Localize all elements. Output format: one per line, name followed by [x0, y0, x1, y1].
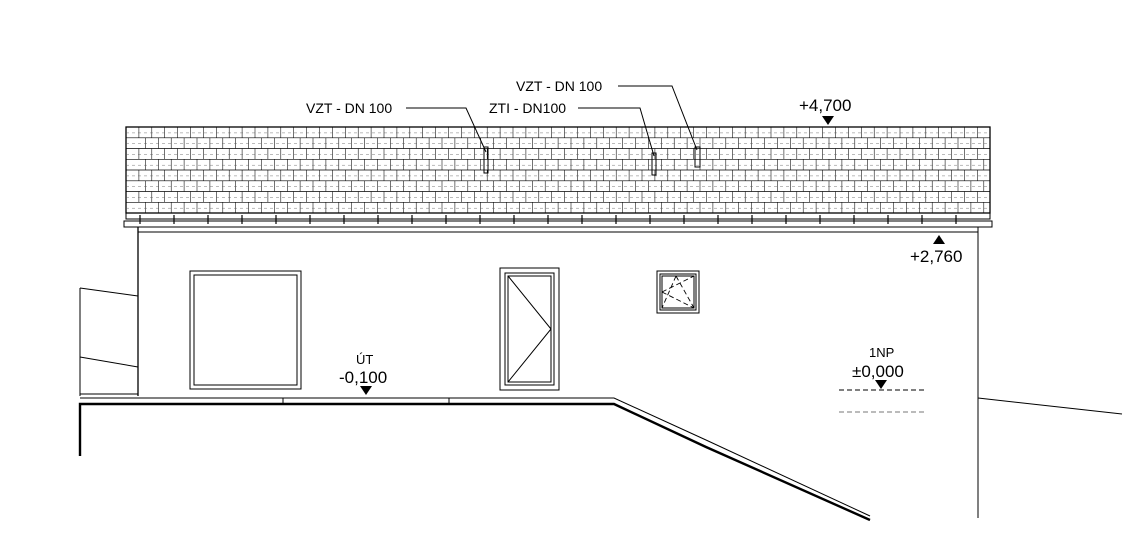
terrain-surface-line [80, 397, 871, 517]
roof-tile-grid [126, 127, 990, 213]
vzt-label-left: VZT - DN 100 [306, 100, 392, 116]
leader-zti [578, 107, 655, 157]
eaves-level-marker [933, 235, 945, 244]
large-window [189, 270, 302, 390]
floor-level-value: ±0,000 [852, 362, 904, 381]
roof-penetrations [483, 146, 701, 176]
door-swing-indicator [507, 275, 552, 383]
zti-pipe [651, 152, 657, 176]
facade-wall [137, 227, 979, 518]
terrain-line-right [977, 397, 1123, 415]
eaves-level-value: +2,760 [910, 247, 962, 266]
terrain-level-value: -0,100 [339, 368, 387, 387]
ground [78, 397, 871, 522]
leader-lines [406, 85, 698, 157]
floor-level-name: 1NP [869, 345, 894, 360]
vzt-pipe-right [694, 146, 701, 168]
ridge-level-marker [822, 116, 834, 125]
leader-vzt-right [618, 85, 698, 151]
gutter-hooks [139, 215, 957, 224]
ridge-level-value: +4,700 [799, 96, 851, 115]
ground-line [78, 402, 871, 522]
ridge-level-triangle [822, 116, 834, 125]
leader-vzt-left [406, 107, 487, 153]
roof-fascia [125, 212, 991, 220]
terrain-level-triangle [360, 386, 372, 395]
left-adjacent-structure [79, 287, 139, 396]
vzt-pipe-left [483, 146, 489, 174]
floor-level-triangle [875, 380, 887, 389]
zti-label: ZTI - DN100 [489, 100, 566, 116]
eaves-level-triangle [933, 235, 945, 244]
entrance-door [499, 267, 560, 391]
vzt-label-right: VZT - DN 100 [516, 78, 602, 94]
terrain-level-name: ÚT [356, 352, 373, 367]
gutter [123, 220, 993, 228]
roof [123, 126, 993, 228]
small-window [656, 270, 700, 314]
